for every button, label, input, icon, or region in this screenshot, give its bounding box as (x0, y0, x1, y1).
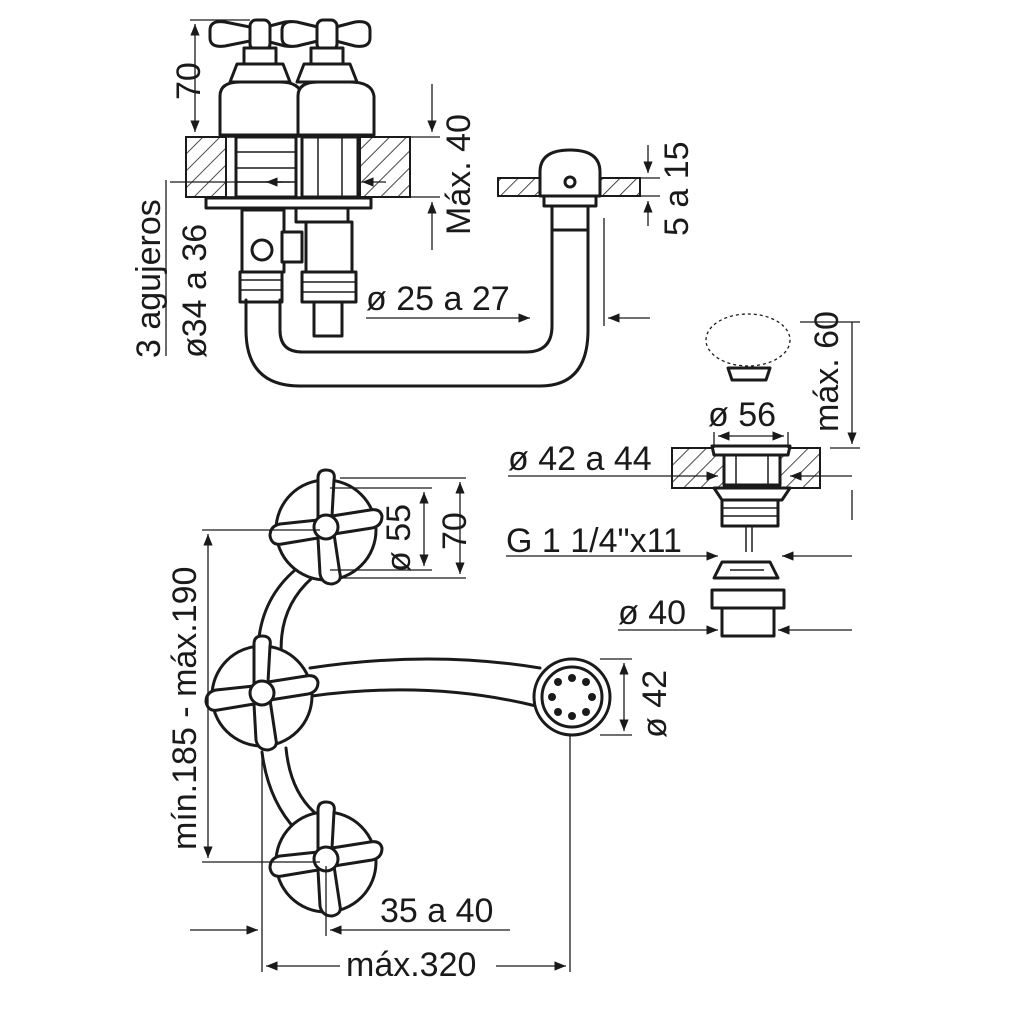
dim-label-chain-max: máx. 60 (808, 311, 846, 432)
drain-nut (710, 588, 786, 638)
dim-overall-width: máx.320 (266, 736, 571, 984)
dim-label-max-deck: Máx. 40 (440, 114, 478, 235)
plan-handle-middle (204, 634, 320, 752)
dim-label-center-distance: mín.185 - máx.190 (166, 567, 204, 850)
dim-spray: ø 42 (600, 658, 674, 738)
right-inlet-fitting (300, 220, 358, 338)
connecting-pipe (244, 203, 590, 388)
dim-handle-plan: ø 55 70 (330, 477, 474, 579)
dim-label-drain-hole: ø 42 a 44 (508, 440, 652, 478)
dim-label-plate-thickness: 5 a 15 (658, 141, 696, 236)
dim-label-handle-outer: 70 (436, 512, 474, 550)
dim-label-spout-offset: ø 25 a 27 (366, 280, 510, 318)
dim-label-holes-count: 3 agujeros (130, 199, 168, 358)
dim-label-drain-flange: ø 56 (708, 396, 776, 434)
drain-detail-view: máx. 60 ø 56 ø 42 a 44 G 1 1/4"x11 ø 40 (506, 311, 860, 638)
dim-holes: 3 agujeros ø34 a 36 (130, 177, 386, 358)
deck-slab (185, 136, 411, 198)
dim-handle-offset: 35 a 40 (190, 752, 510, 972)
dim-label-drain-thread: G 1 1/4"x11 (506, 522, 682, 560)
drain-body (671, 444, 821, 552)
dim-handle-height: 70 (170, 19, 250, 138)
plan-hoses (256, 564, 542, 832)
left-inlet-fitting (238, 208, 304, 304)
dim-label-handle-inner: ø 55 (380, 504, 418, 572)
dim-drain-hole: ø 42 a 44 (508, 440, 853, 520)
dim-drain-thread: G 1 1/4"x11 (506, 522, 852, 561)
dim-label-spray-diameter: ø 42 (636, 670, 674, 738)
dim-spout-offset: ø 25 a 27 (366, 218, 650, 326)
plan-handle-top (268, 468, 384, 586)
spray-plate (497, 148, 641, 232)
side-elevation-view: 70 Máx. 40 3 agujeros ø34 a 36 ø 25 a 27 (130, 18, 696, 388)
dim-label-handle-height: 70 (170, 62, 208, 100)
dim-max-deck: Máx. 40 (410, 84, 478, 250)
dim-label-overall-width: máx.320 (346, 946, 476, 984)
dim-drain-flange: ø 56 (708, 396, 789, 448)
drain-chain (705, 313, 791, 382)
dim-center-distance: mín.185 - máx.190 (166, 529, 320, 863)
drain-washer (712, 560, 780, 580)
dim-label-holes-diameter: ø34 a 36 (176, 224, 214, 358)
plan-view: ø 55 70 ø 42 mín.185 - máx.190 35 a 40 (166, 468, 674, 984)
plan-spray-head (532, 657, 612, 737)
dim-plate-thickness: 5 a 15 (640, 141, 696, 236)
dim-chain-max: máx. 60 (800, 311, 860, 449)
right-cross-handle (280, 18, 376, 137)
dim-label-handle-offset: 35 a 40 (380, 892, 493, 930)
valve-bodies (204, 135, 373, 224)
dim-drain-nut: ø 40 (618, 594, 852, 635)
dim-label-drain-nut: ø 40 (618, 594, 686, 632)
